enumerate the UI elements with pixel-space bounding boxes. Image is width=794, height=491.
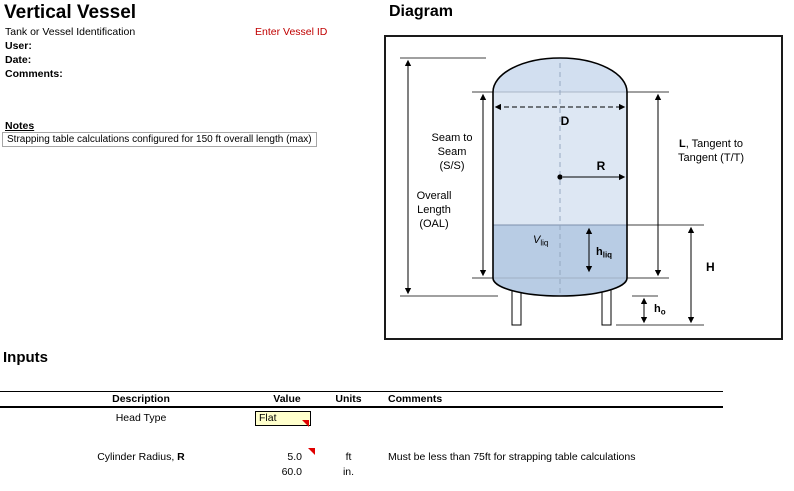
column-header-description: Description [112,393,170,405]
overall-length-label: Overall [417,190,452,202]
table-row-cylinder-radius-in: 60.0 in. [0,464,723,479]
inputs-table-header: Description Value Units Comments [0,391,723,408]
center-dot [557,174,563,180]
user-label: User: [5,40,32,52]
diagram-heading: Diagram [389,3,454,20]
vessel-id-input[interactable]: Enter Vessel ID [255,26,328,38]
page-title: Vertical Vessel [4,2,137,23]
svg-text:(OAL): (OAL) [419,218,448,230]
comments-label: Comments: [5,68,63,80]
comment-indicator [308,448,315,455]
hliq-label: hliq [596,246,612,260]
svg-text:Length: Length [417,204,451,216]
date-label: Date: [5,54,32,66]
column-header-value: Value [273,393,301,405]
cylinder-radius-in-unit: in. [342,465,355,478]
svg-text:(S/S): (S/S) [439,160,464,172]
svg-text:Tangent (T/T): Tangent (T/T) [678,152,744,164]
h-label: H [706,260,715,274]
svg-text:Seam: Seam [438,146,467,158]
head-type-label: Head Type [115,412,167,424]
diameter-label: D [561,114,570,128]
cylinder-radius-ft-input[interactable]: 5.0 [287,450,302,463]
table-row-cylinder-radius: Cylinder Radius, R 5.0 ft Must be less t… [0,449,723,464]
vliq-label: Vliq [533,234,548,248]
column-header-comments: Comments [388,393,443,405]
vessel-id-label: Tank or Vessel Identification [5,26,136,38]
column-header-units: Units [335,393,362,405]
notes-text: Strapping table calculations configured … [2,132,317,147]
tangent-to-tangent-label: L, Tangent to [679,138,743,150]
cylinder-radius-ft-unit: ft [345,450,352,463]
seam-to-seam-label: Seam to [432,132,473,144]
head-type-input[interactable]: Flat [255,410,311,426]
cylinder-radius-in-value: 60.0 [281,465,302,478]
table-row-head-type: Head Type Flat [0,410,723,426]
comment-indicator [302,420,309,427]
cylinder-radius-label: Cylinder Radius, R [97,450,185,463]
ho-label: ho [654,303,666,317]
vessel-diagram: D R Seam to Seam (S/S) Overall Length (O… [400,57,744,326]
inputs-heading: Inputs [3,349,48,366]
notes-heading: Notes [5,120,35,132]
diagram-panel: D R Seam to Seam (S/S) Overall Length (O… [384,35,783,340]
cylinder-radius-comment: Must be less than 75ft for strapping tab… [388,450,636,463]
radius-label: R [597,159,606,173]
